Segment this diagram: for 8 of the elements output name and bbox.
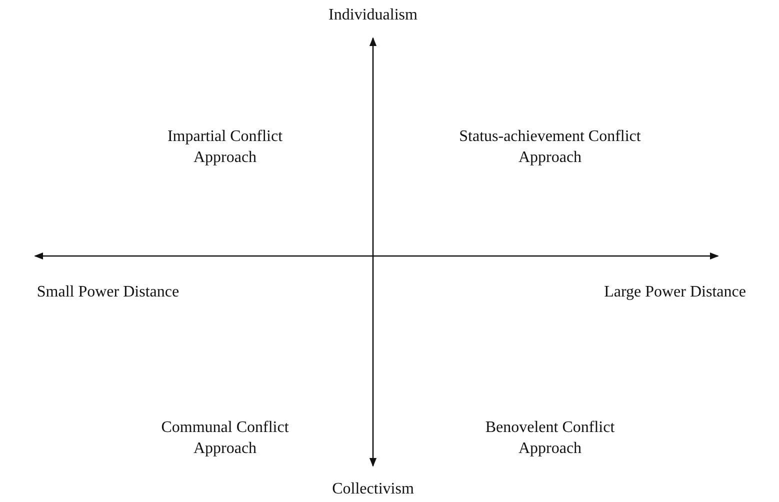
axis-label: Small Power Distance (36, 282, 180, 302)
quadrant-label: Status-achievement Conflict Approach (458, 127, 642, 168)
quadrant-label: Benovelent Conflict Approach (484, 418, 616, 459)
quadrant-label: Communal Conflict Approach (160, 418, 290, 459)
quadrant-label: Impartial Conflict Approach (166, 127, 284, 168)
axis-label: Collectivism (331, 480, 415, 500)
axis-label: Individualism (328, 6, 418, 26)
axis-label: Large Power Distance (603, 282, 747, 302)
